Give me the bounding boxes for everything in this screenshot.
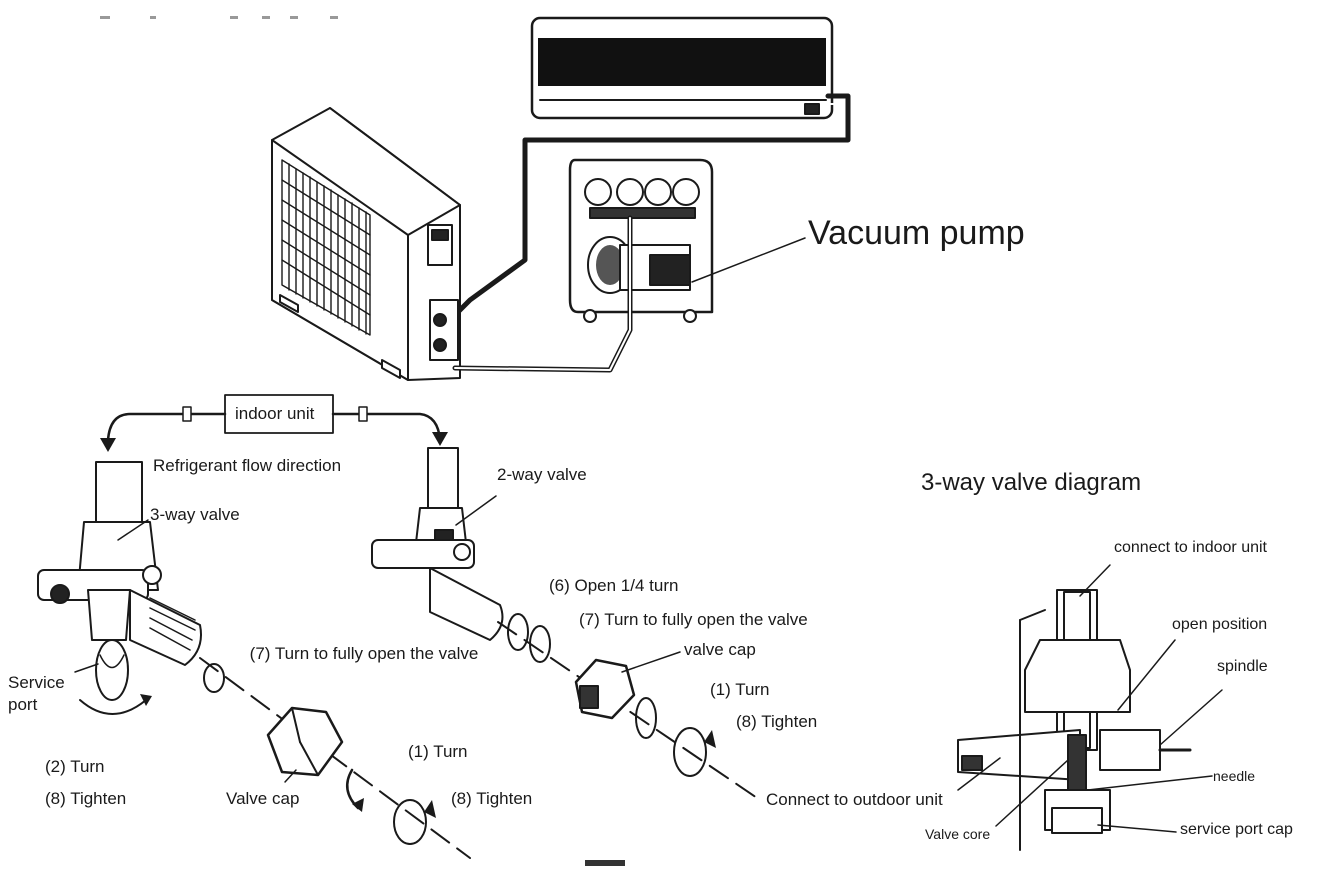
tighten-8-right-label: (8) Tighten xyxy=(736,712,818,731)
spindle-label: spindle xyxy=(1217,658,1268,675)
connect-outdoor-label: Connect to outdoor unit xyxy=(766,790,943,809)
page-number-remnant xyxy=(585,860,625,866)
valve-cap-right-label: valve cap xyxy=(684,640,756,659)
valve-cap-left-leader xyxy=(284,769,297,783)
valve-core-label: Valve core xyxy=(925,826,991,842)
vacuum-pump-leader xyxy=(691,237,806,283)
header-marks xyxy=(100,16,338,19)
fan-grille xyxy=(281,159,371,336)
outdoor-ac-unit xyxy=(271,107,461,381)
indoor-ac-unit xyxy=(530,16,834,120)
service-port-cap-label: service port cap xyxy=(1180,821,1293,838)
turn-1-left-label: (1) Turn xyxy=(408,742,468,761)
vacuum-pump-label: Vacuum pump xyxy=(808,214,1025,252)
fully-open-right-label: (7) Turn to fully open the valve xyxy=(579,610,808,629)
tighten-8-mid-label: (8) Tighten xyxy=(451,789,533,808)
fully-open-left-label: (7) Turn to fully open the valve xyxy=(249,644,479,663)
open-position-label: open position xyxy=(1172,616,1268,633)
connect-indoor-label: connect to indoor unit xyxy=(1114,539,1267,556)
three-way-leader xyxy=(117,519,149,541)
needle-label: needle xyxy=(1213,768,1256,784)
refrigerant-pipes xyxy=(439,93,851,325)
two-way-valve-label: 2-way valve xyxy=(497,465,587,484)
three-way-valve-drawing xyxy=(37,461,202,715)
right-cap-assembly xyxy=(497,613,761,801)
refrigerant-flow-label: Refrigerant flow direction xyxy=(153,456,342,475)
service-port-leader xyxy=(74,663,99,673)
turn-1-right-label: (1) Turn xyxy=(710,680,770,699)
valve-diagram-title: 3-way valve diagram xyxy=(921,469,1142,496)
vacuum-pump-station xyxy=(452,158,714,373)
two-way-leader xyxy=(455,495,497,526)
valve-cap-right-leader xyxy=(621,651,681,673)
open-quarter-turn-label: (6) Open 1/4 turn xyxy=(549,576,679,595)
left-cap-assembly xyxy=(199,657,471,859)
flow-loop xyxy=(100,394,448,452)
service-port-label: Service port xyxy=(8,673,65,714)
tighten-8-left-label: (8) Tighten xyxy=(45,789,127,808)
valve-cap-left-label: Valve cap xyxy=(226,789,300,808)
three-way-valve-label: 3-way valve xyxy=(150,505,240,524)
two-way-valve-drawing xyxy=(371,447,504,641)
cross-section-leaders xyxy=(957,564,1223,833)
turn-2-label: (2) Turn xyxy=(45,757,105,776)
valve-cross-section xyxy=(957,589,1192,851)
indoor-unit-label: indoor unit xyxy=(235,404,315,423)
